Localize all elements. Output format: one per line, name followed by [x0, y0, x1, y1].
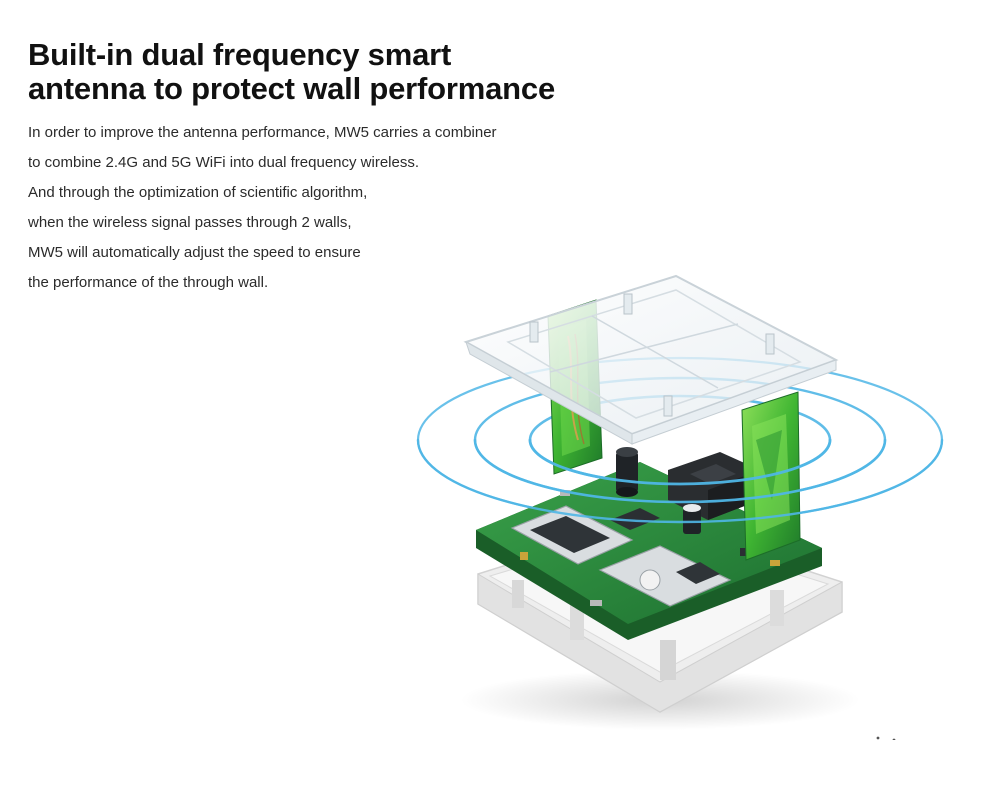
- wifi-wave-front: [416, 438, 944, 524]
- feature-headline: Built-in dual frequency smart antenna to…: [28, 38, 628, 106]
- transparent-lid: [463, 274, 839, 445]
- router-exploded-illustration: [416, 274, 944, 740]
- capacitor: [683, 504, 701, 534]
- description-line: In order to improve the antenna performa…: [28, 124, 497, 141]
- circuit-board: [476, 447, 822, 640]
- description-line: the performance of the through wall.: [28, 274, 269, 291]
- description-line: And through the optimization of scientif…: [28, 184, 368, 201]
- feature-description: In order to improve the antenna performa…: [28, 118, 628, 298]
- rf-shield-can: [598, 545, 732, 607]
- description-line: when the wireless signal passes through …: [28, 214, 352, 231]
- headline-line-2: antenna to protect wall performance: [28, 71, 555, 106]
- description-line: to combine 2.4G and 5G WiFi into dual fr…: [28, 154, 420, 171]
- capacitor: [616, 447, 638, 497]
- description-line: MW5 will automatically adjust the speed …: [28, 244, 361, 261]
- headline-line-1: Built-in dual frequency smart: [28, 37, 452, 72]
